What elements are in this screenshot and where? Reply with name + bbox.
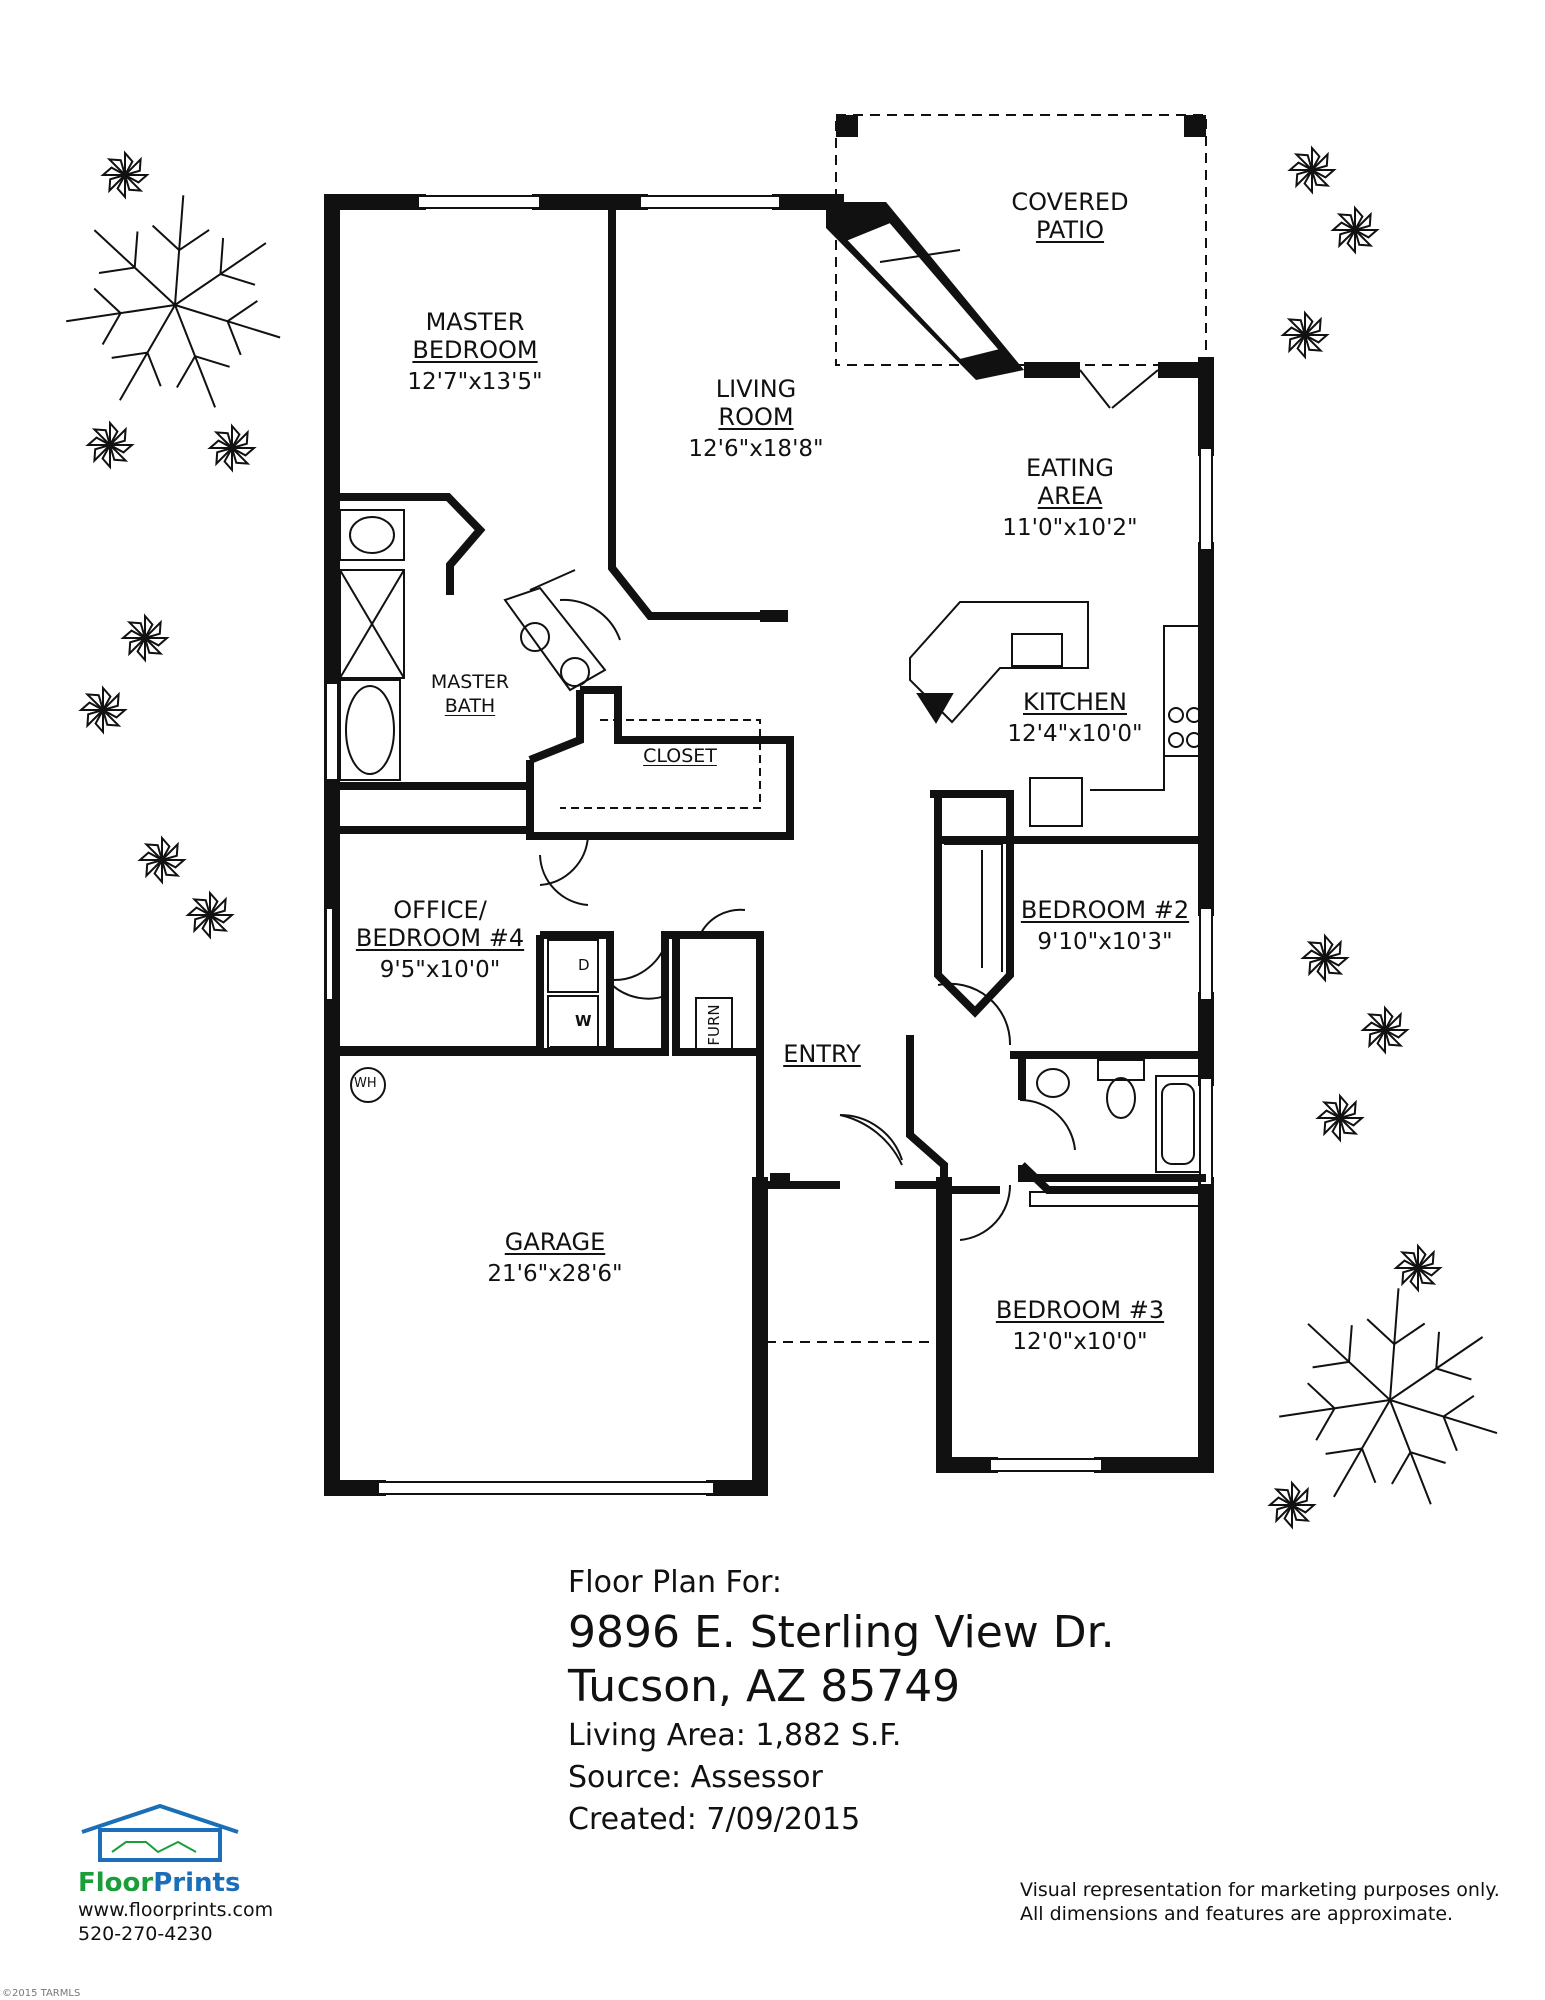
- label-closet: CLOSET: [643, 745, 717, 767]
- landscape-trees: [66, 145, 1498, 1530]
- label-eating-area: EATING AREA 11'0"x10'2": [1002, 454, 1138, 541]
- floorprints-logo-icon: [81, 1803, 239, 1862]
- label-living-room: LIVING ROOM 12'6"x18'8": [688, 375, 824, 462]
- interior-walls: [332, 210, 1206, 1194]
- logo-website: www.floorprints.com: [78, 1899, 274, 1921]
- label-master-bath: MASTER BATH: [430, 671, 510, 717]
- shrub-icon: [1393, 1243, 1443, 1293]
- covered-patio: [835, 114, 1207, 409]
- fireplace: [826, 202, 1024, 380]
- disclaimer: Visual representation for marketing purp…: [1020, 1878, 1500, 1926]
- address-line1: 9896 E. Sterling View Dr.: [568, 1607, 1115, 1658]
- shrub-icon: [1267, 1480, 1317, 1530]
- shrub-icon: [1360, 1005, 1410, 1055]
- label-dryer: D: [578, 956, 590, 974]
- entry-walls: [755, 1173, 790, 1185]
- created-date: Created: 7/09/2015: [568, 1802, 861, 1837]
- label-covered-patio: COVERED PATIO: [1011, 188, 1129, 244]
- shrub-icon: [1300, 933, 1350, 983]
- label-bedroom3: BEDROOM #3 12'0"x10'0": [995, 1296, 1165, 1355]
- shrub-icon: [78, 685, 128, 735]
- label-master-bedroom: MASTER BEDROOM 12'7"x13'5": [407, 308, 543, 395]
- address-line2: Tucson, AZ 85749: [568, 1661, 961, 1712]
- shrub-icon: [100, 150, 150, 200]
- listing-info: Floor Plan For: 9896 E. Sterling View Dr…: [568, 1565, 1115, 1840]
- shrub-icon: [85, 420, 135, 470]
- disclaimer-line2: All dimensions and features are approxim…: [1020, 1903, 1454, 1925]
- label-bedroom2: BEDROOM #2 9'10"x10'3": [1020, 896, 1190, 955]
- shrub-icon: [1280, 310, 1330, 360]
- bath2-fixtures: [1029, 1059, 1201, 1207]
- water-heater: [350, 1067, 386, 1103]
- shrub-icon: [1315, 1093, 1365, 1143]
- living-area: Living Area: 1,882 S.F.: [568, 1718, 902, 1753]
- copyright-watermark: ©2015 TARMLS: [2, 1988, 81, 1999]
- tree-icon: [1279, 1288, 1498, 1505]
- shrub-icon: [207, 423, 257, 473]
- furnace-box: [695, 997, 733, 1051]
- floorprints-logo: FloorPrints www.floorprints.com 520-270-…: [78, 1800, 298, 1946]
- closet-shelf: [560, 719, 761, 809]
- kitchen-counters: [909, 601, 1203, 827]
- doors: [529, 569, 1076, 1241]
- disclaimer-line1: Visual representation for marketing purp…: [1020, 1879, 1500, 1901]
- shrub-icon: [1287, 145, 1337, 195]
- label-kitchen: KITCHEN 12'4"x10'0": [1007, 688, 1143, 747]
- logo-phone: 520-270-4230: [78, 1923, 213, 1945]
- label-office: OFFICE/ BEDROOM #4 9'5"x10'0": [355, 896, 525, 983]
- label-furnace: FURN: [705, 1004, 723, 1046]
- master-bath-fixtures: [339, 509, 607, 781]
- shrub-icon: [120, 613, 170, 663]
- bedroom2-closet: [944, 843, 1003, 972]
- brand-name: FloorPrints: [78, 1868, 241, 1898]
- info-heading: Floor Plan For:: [568, 1565, 782, 1600]
- tree-icon: [66, 195, 281, 408]
- label-garage: GARAGE 21'6"x28'6": [487, 1228, 623, 1287]
- source: Source: Assessor: [568, 1760, 823, 1795]
- label-water-heater: WH: [354, 1076, 377, 1091]
- laundry-appliances: [547, 939, 599, 1049]
- shrub-icon: [137, 835, 187, 885]
- label-washer: W: [575, 1012, 592, 1030]
- shrub-icon: [1330, 205, 1380, 255]
- windows: [325, 195, 1213, 1495]
- shrub-icon: [185, 890, 235, 940]
- label-entry: ENTRY: [783, 1040, 861, 1068]
